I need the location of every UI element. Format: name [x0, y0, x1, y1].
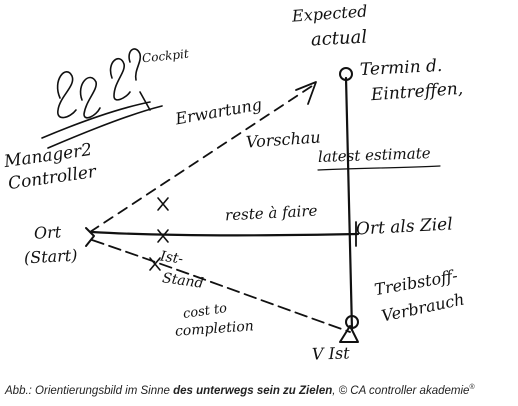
caption-emphasis: des unterwegs sein zu Zielen	[173, 384, 333, 397]
expectation-cross	[157, 197, 169, 211]
caption-prefix: Abb.: Orientierungsbild im Sinne	[5, 384, 174, 397]
estimate-underline	[317, 165, 441, 171]
start-marker	[85, 227, 95, 247]
label-actual: actual	[310, 26, 368, 51]
label-start: (Start)	[23, 245, 78, 268]
cost-cross	[149, 257, 161, 271]
remaining-cross	[157, 229, 169, 243]
termin-circle	[339, 67, 353, 81]
vertical-axis	[344, 76, 354, 332]
caption-suffix: , © CA controller akademie	[332, 384, 470, 397]
remaining-line	[90, 230, 360, 237]
cockpit-figures	[41, 48, 163, 149]
figure-caption: Abb.: Orientierungsbild im Sinne des unt…	[5, 384, 475, 397]
expectation-line	[89, 85, 313, 233]
cost-line	[91, 239, 351, 333]
v-ist-triangle	[339, 325, 359, 343]
label-ort-start: Ort	[33, 222, 62, 243]
label-v-ist: V Ist	[311, 343, 350, 364]
label-ist: Ist-	[159, 248, 185, 268]
expectation-arrowhead	[295, 81, 317, 105]
caption-registered-mark: ®	[469, 384, 475, 391]
